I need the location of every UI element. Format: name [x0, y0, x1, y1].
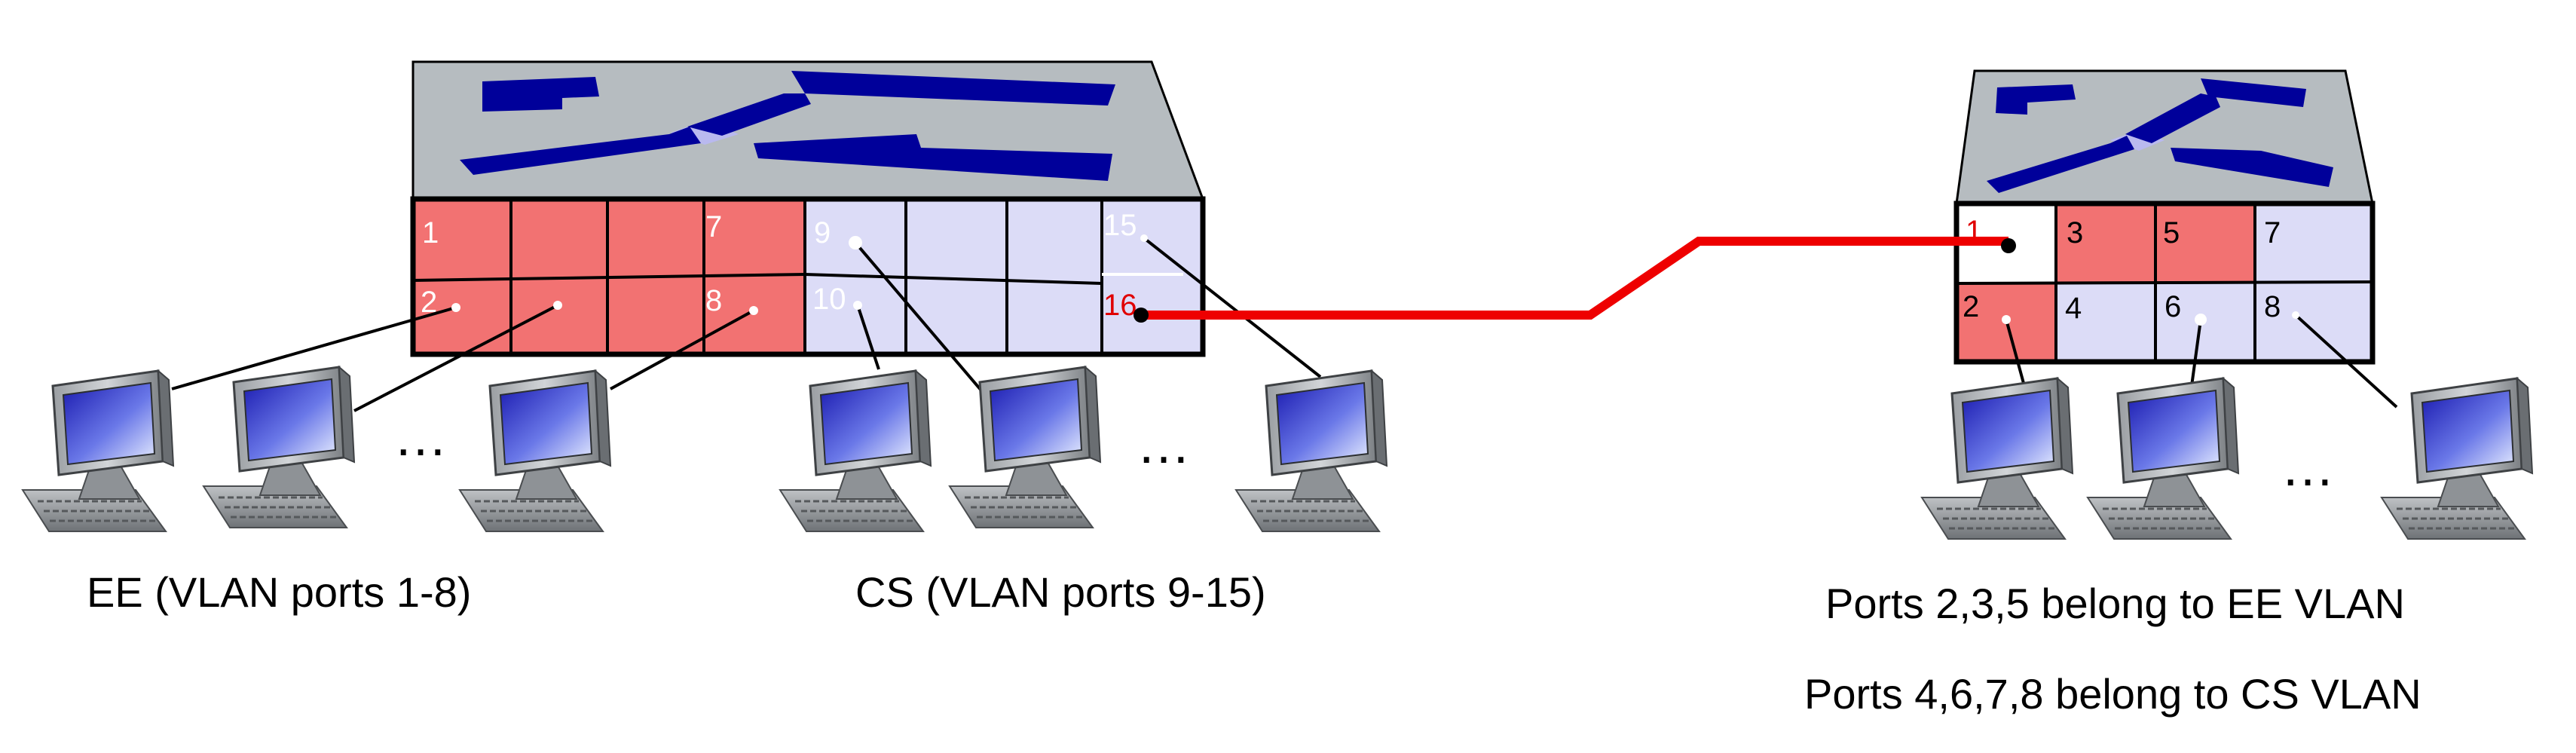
left-switch: 1 7 2 8 9 15 10 16	[410, 60, 1206, 357]
ee-computers	[21, 366, 612, 533]
right-ee-caption: Ports 2,3,5 belong to EE VLAN	[1825, 580, 2405, 627]
left-port-10-label: 10	[812, 283, 846, 316]
left-port-15-label: 15	[1103, 209, 1137, 242]
computer-icon	[21, 369, 175, 533]
computer-icon	[1920, 377, 2074, 540]
ethernet-cables	[171, 237, 2398, 412]
right-port-8-label: 8	[2264, 290, 2281, 323]
trunk-link	[1141, 237, 2008, 320]
computer-icon	[2380, 377, 2534, 540]
computer-icon	[202, 366, 356, 529]
right-computers	[1920, 377, 2534, 540]
ee-vlan-caption: EE (VLAN ports 1-8)	[87, 568, 471, 616]
computer-icon	[2086, 377, 2240, 540]
ee-more-ellipsis: …	[393, 407, 452, 467]
right-port-5-label: 5	[2163, 216, 2180, 249]
cs-computers	[779, 366, 1388, 533]
left-port-16-label: 16	[1103, 289, 1137, 322]
right-more-ellipsis: …	[2281, 437, 2339, 497]
right-port-6-label: 6	[2165, 290, 2181, 323]
computer-icon	[948, 366, 1102, 529]
right-switch: 1 3 5 7 2 4 6 8	[1953, 69, 2376, 365]
right-cs-caption: Ports 4,6,7,8 belong to CS VLAN	[1804, 670, 2422, 718]
right-port-7-label: 7	[2264, 216, 2281, 249]
port-dots	[451, 234, 2299, 326]
left-port-1-label: 1	[422, 216, 439, 249]
computer-icon	[1234, 369, 1388, 533]
right-cs-ports	[2056, 282, 2373, 362]
computer-icon	[779, 369, 932, 533]
left-port-9-label: 9	[814, 216, 831, 249]
right-port-4-label: 4	[2065, 292, 2082, 325]
computer-icon	[458, 369, 612, 533]
left-port-2-label: 2	[421, 286, 437, 319]
switch-icon	[1987, 78, 2333, 193]
left-port-8-label: 8	[705, 284, 722, 317]
cs-vlan-caption: CS (VLAN ports 9-15)	[855, 568, 1266, 616]
switch-icon	[460, 71, 1115, 181]
right-port-3-label: 3	[2067, 216, 2083, 249]
left-port-7-label: 7	[705, 210, 722, 243]
cs-more-ellipsis: …	[1137, 415, 1195, 475]
right-port-2-label: 2	[1963, 290, 1979, 323]
